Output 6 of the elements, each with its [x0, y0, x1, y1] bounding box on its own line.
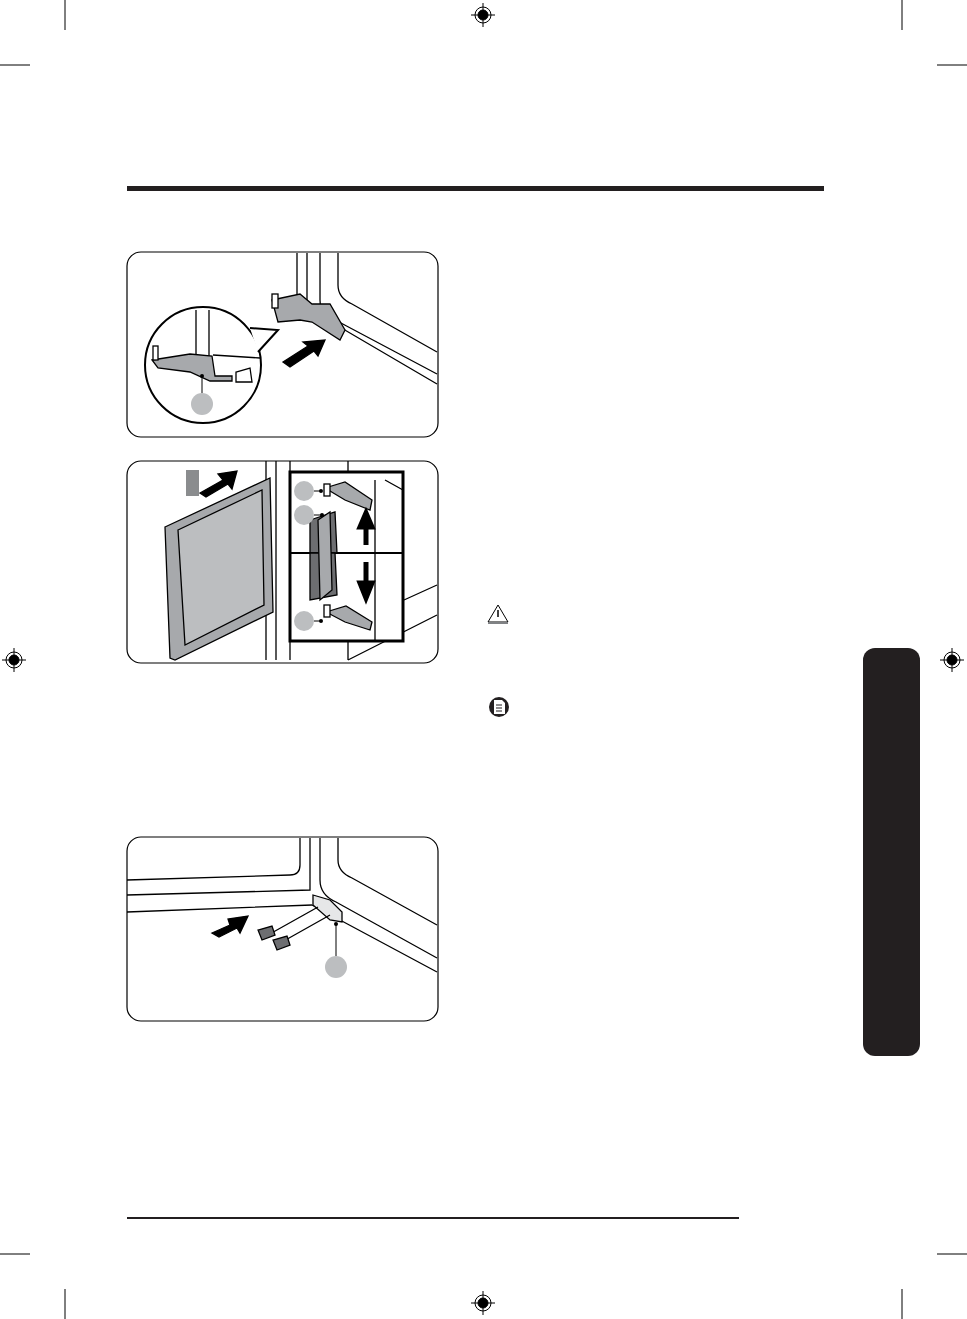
leader-line: [334, 922, 338, 957]
section-tab: [863, 648, 920, 1056]
leader-line: [313, 513, 324, 517]
leader-line: [200, 374, 204, 394]
leader-line: [313, 619, 323, 623]
leader-line: [313, 489, 323, 493]
